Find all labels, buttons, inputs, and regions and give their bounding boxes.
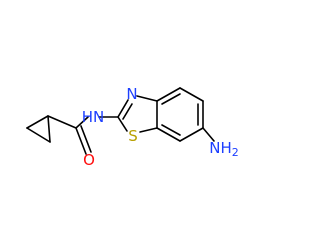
bond-cp-carbonyl (47, 115, 77, 129)
bond-co-1 (75, 127, 87, 155)
bond-cp-2 (26, 115, 49, 129)
bond-c3a-c4 (156, 87, 181, 102)
atom-label-n-imine: N (126, 85, 137, 103)
benzene-ring (156, 87, 204, 142)
bond-c3a-c4-inner (161, 93, 181, 105)
bond-c2-n3 (117, 99, 129, 118)
bond-s1-c7a (139, 127, 158, 133)
atom-nh2-amine: NH2 (209, 139, 239, 159)
bond-c2-n3-inner (122, 103, 133, 120)
bond-c6-c7 (179, 127, 204, 142)
thiazole-ring (117, 95, 158, 133)
bond-cp-1 (26, 127, 51, 143)
bond-c7-c7a-inner (161, 124, 181, 136)
atom-label-o-carbonyl: O (83, 151, 95, 169)
bond-c2-s1 (117, 116, 128, 132)
bond-n3-c3a (136, 95, 158, 102)
bond-co-2 (80, 125, 92, 153)
atom-s-thiazole: S (128, 127, 138, 145)
molecule-structure-canvas: N HN S O NH2 (26, 85, 239, 169)
atom-nh2-subscript: 2 (232, 146, 239, 159)
bond-c7-c7a (156, 127, 181, 142)
atom-nh2-main: NH (209, 139, 232, 157)
bond-carbonyl-nh (75, 116, 89, 129)
atom-label-nh-amide: HN (82, 108, 105, 126)
carbonyl-double-bond (75, 125, 92, 155)
cyclopropane-ring (26, 115, 51, 143)
bond-c6-nh2 (202, 127, 215, 142)
bond-cp-3 (47, 115, 51, 143)
atom-nh-amide: HN (82, 108, 105, 126)
bond-c4-c5 (179, 87, 204, 102)
atom-n-imine: N (126, 85, 137, 103)
atom-label-s-thiazole: S (128, 127, 138, 145)
atom-label-nh2-amine: NH2 (209, 139, 239, 159)
atom-o-carbonyl: O (83, 151, 95, 169)
